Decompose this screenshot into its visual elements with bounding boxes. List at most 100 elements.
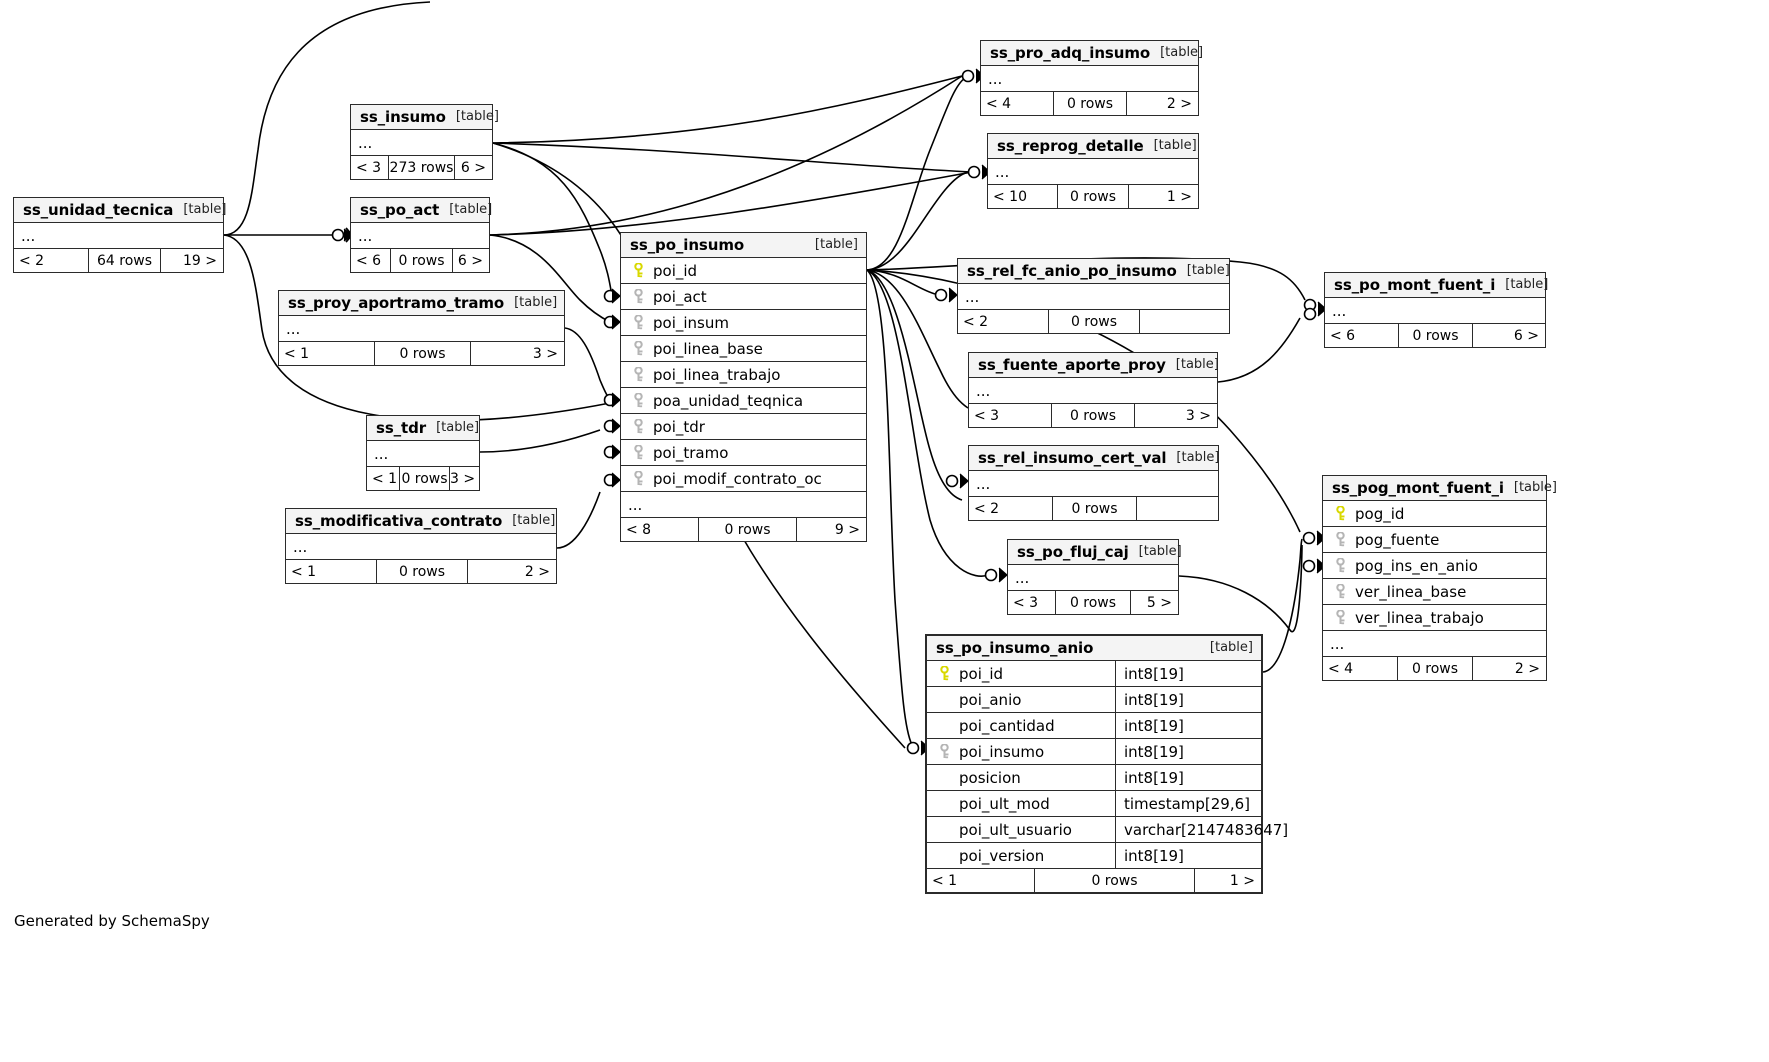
table-header-ss_unidad_tecnica[interactable]: ss_unidad_tecnica[table] [14,198,226,223]
column-row[interactable]: pog_ins_en_anio [1323,553,1546,579]
table-header-ss_rel_fc_anio_po_insumo[interactable]: ss_rel_fc_anio_po_insumo[table] [958,259,1230,284]
column-row[interactable]: ver_linea_base [1323,579,1546,605]
table-type-tag: [table] [449,202,493,217]
column-row[interactable]: poi_id [621,258,866,284]
table-title: ss_po_fluj_caj [1017,542,1129,561]
foreign-key-icon [629,367,647,382]
table-header-ss_rel_insumo_cert_val[interactable]: ss_rel_insumo_cert_val [table] [969,446,1220,471]
table-header-ss_insumo[interactable]: ss_insumo[table] [351,105,499,130]
column-row[interactable]: pog_id [1323,501,1546,527]
table-type-tag: [table] [1153,138,1197,153]
column-row[interactable]: poi_tramo [621,440,866,466]
column-label-cell: poi_anio [927,687,1115,712]
table-header-ss_modificativa_contrato[interactable]: ss_modificativa_contrato[table] [286,509,556,534]
table-header-ss_po_insumo[interactable]: ss_po_insumo[table] [621,233,866,258]
row-count: 0 rows [1399,324,1473,347]
column-row[interactable]: poi_ult_usuario varchar[2147483647] [927,817,1288,843]
collapsed-columns-ellipsis: ... [969,471,1218,497]
column-label-cell: poi_ult_usuario [927,817,1115,842]
table-title: ss_rel_fc_anio_po_insumo [967,261,1177,280]
row-count: 0 rows [1053,497,1137,520]
column-row[interactable]: poi_linea_base [621,336,866,362]
table-header-ss_po_fluj_caj[interactable]: ss_po_fluj_caj[table] [1008,540,1182,565]
table-header-ss_fuente_aporte_proy[interactable]: ss_fuente_aporte_proy[table] [969,353,1219,378]
column-row[interactable]: poi_linea_trabajo [621,362,866,388]
table-type-tag: [table] [1176,450,1220,465]
table-header-ss_tdr[interactable]: ss_tdr[table] [367,416,479,441]
column-type: int8[19] [1115,843,1261,868]
table-header-ss_po_insumo_anio[interactable]: ss_po_insumo_anio[table] [927,636,1261,661]
table-header-ss_po_act[interactable]: ss_po_act[table] [351,198,493,223]
parent-relation-count: < 3 [1008,591,1056,614]
table-title: ss_rel_insumo_cert_val [978,448,1167,467]
parent-relation-count: < 3 [351,156,389,179]
foreign-key-icon [1331,584,1349,599]
generated-by-credit: Generated by SchemaSpy [14,912,210,930]
foreign-key-icon [1331,610,1349,625]
column-row[interactable]: poa_unidad_teqnica [621,388,866,414]
table-title: ss_unidad_tecnica [23,200,174,219]
collapsed-columns-ellipsis: ... [367,441,479,467]
column-name: poi_ult_mod [959,794,1050,813]
column-label-cell: poi_tramo [621,440,866,465]
column-row[interactable]: poi_act [621,284,866,310]
table-header-ss_po_mont_fuent_i[interactable]: ss_po_mont_fuent_i[table] [1325,273,1548,298]
collapsed-columns-ellipsis: ... [621,492,866,518]
column-name: poi_anio [959,690,1022,709]
foreign-key-icon [629,471,647,486]
table-title: ss_po_insumo [630,235,745,254]
column-row[interactable]: poi_modif_contrato_oc [621,466,866,492]
foreign-key-icon [935,744,953,759]
column-label-cell: poi_insum [621,310,866,335]
column-label-cell: poi_tdr [621,414,866,439]
foreign-key-icon [1331,558,1349,573]
table-header-ss_pog_mont_fuent_i[interactable]: ss_pog_mont_fuent_i[table] [1323,476,1557,501]
column-name: poi_ult_usuario [959,820,1072,839]
collapsed-columns-ellipsis: ... [1323,631,1546,657]
parent-relation-count: < 1 [279,342,375,365]
column-row[interactable]: ver_linea_trabajo [1323,605,1546,631]
row-count: 0 rows [377,560,468,583]
collapsed-columns-ellipsis: ... [351,223,489,249]
child-relation-count: 2 > [524,563,550,580]
column-row[interactable]: pog_fuente [1323,527,1546,553]
column-row[interactable]: poi_insum [621,310,866,336]
table-header-ss_pro_adq_insumo[interactable]: ss_pro_adq_insumo[table] [981,41,1203,66]
parent-relation-count: < 1 [367,467,400,490]
column-name: poi_linea_trabajo [653,365,781,384]
child-relation-count [1137,497,1218,520]
column-name: poi_cantidad [959,716,1055,735]
table-header-ss_proy_aportramo_tramo[interactable]: ss_proy_aportramo_tramo[table] [279,291,564,316]
column-label-cell: poi_version [927,843,1115,868]
parent-relation-count: < 4 [1323,657,1398,680]
column-type: varchar[2147483647] [1115,817,1288,842]
table-header-ss_reprog_detalle[interactable]: ss_reprog_detalle[table] [988,134,1198,159]
collapsed-columns-ellipsis: ... [1325,298,1545,324]
column-row[interactable]: poi_tdr [621,414,866,440]
